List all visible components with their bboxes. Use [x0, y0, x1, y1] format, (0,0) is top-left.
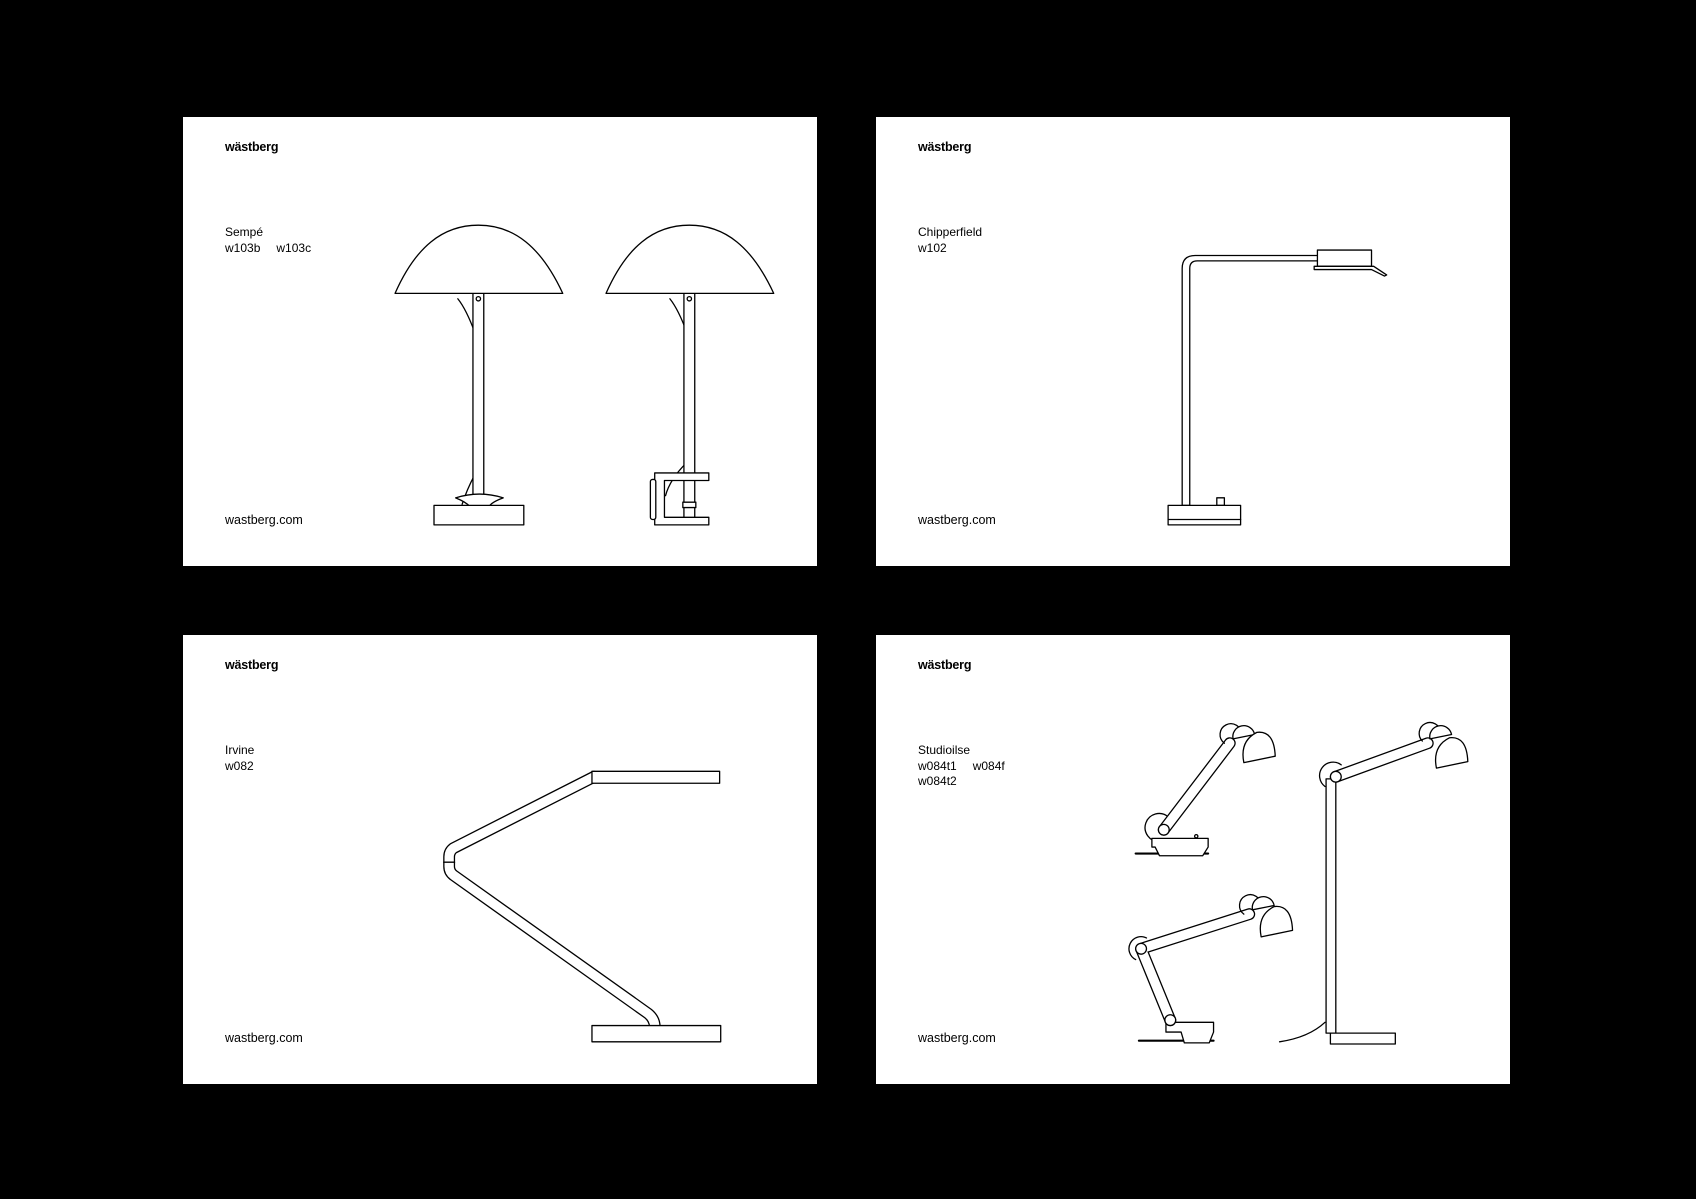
studioilse-lamp-drawing	[1128, 721, 1469, 1045]
product-name: Chipperfield	[918, 225, 983, 239]
sempe-table-lamp-illustration	[394, 224, 564, 526]
model-code: w084t2	[918, 774, 957, 788]
brand-logo: wästberg	[918, 658, 972, 672]
website-link[interactable]: wastberg.com	[918, 1031, 996, 1045]
product-models: w103b w103c	[225, 241, 327, 257]
brand-logo: wästberg	[918, 140, 972, 154]
product-card-chipperfield: wästberg Chipperfield w102 wastberg.com	[876, 117, 1510, 566]
product-models: w084t1 w084f	[918, 759, 1021, 775]
product-card-irvine: wästberg Irvine w082 wastberg.com	[183, 635, 817, 1084]
model-code: w102	[918, 240, 947, 255]
studioilse-table-lamp-t1-illustration	[1134, 723, 1276, 857]
model-code: w084f	[972, 758, 1005, 773]
website-link[interactable]: wastberg.com	[225, 1031, 303, 1045]
product-card-studioilse: wästberg Studioilse w084t1 w084f w084t2 w…	[876, 635, 1510, 1084]
website-link[interactable]: wastberg.com	[225, 513, 303, 527]
brand-logo: wästberg	[225, 658, 279, 672]
studioilse-floor-lamp-illustration	[1278, 721, 1469, 1045]
product-models: w102	[918, 241, 982, 257]
product-card-sempe: wästberg Sempé w103b w103c wastberg.com	[183, 117, 817, 566]
product-info: Chipperfield w102	[918, 225, 982, 256]
chipperfield-lamp-drawing	[1167, 249, 1388, 526]
website-link[interactable]: wastberg.com	[918, 513, 996, 527]
product-models: w082	[225, 759, 270, 775]
product-name: Irvine	[225, 743, 255, 757]
product-name: Studioilse	[918, 743, 971, 757]
studioilse-table-lamp-t2-illustration	[1128, 894, 1294, 1044]
model-code: w082	[225, 758, 254, 773]
brand-logo: wästberg	[225, 140, 279, 154]
product-info: Sempé w103b w103c	[225, 225, 327, 256]
product-models: w084t2	[918, 774, 1021, 790]
model-code: w084t1	[918, 758, 957, 773]
product-name: Sempé	[225, 225, 264, 239]
model-code: w103b	[225, 240, 261, 255]
sempe-clamp-lamp-illustration	[605, 224, 775, 526]
irvine-lamp-drawing	[443, 770, 722, 1043]
product-info: Irvine w082	[225, 743, 270, 774]
model-code: w103c	[276, 240, 312, 255]
product-info: Studioilse w084t1 w084f w084t2	[918, 743, 1021, 790]
sempe-lamp-drawing	[394, 224, 775, 526]
